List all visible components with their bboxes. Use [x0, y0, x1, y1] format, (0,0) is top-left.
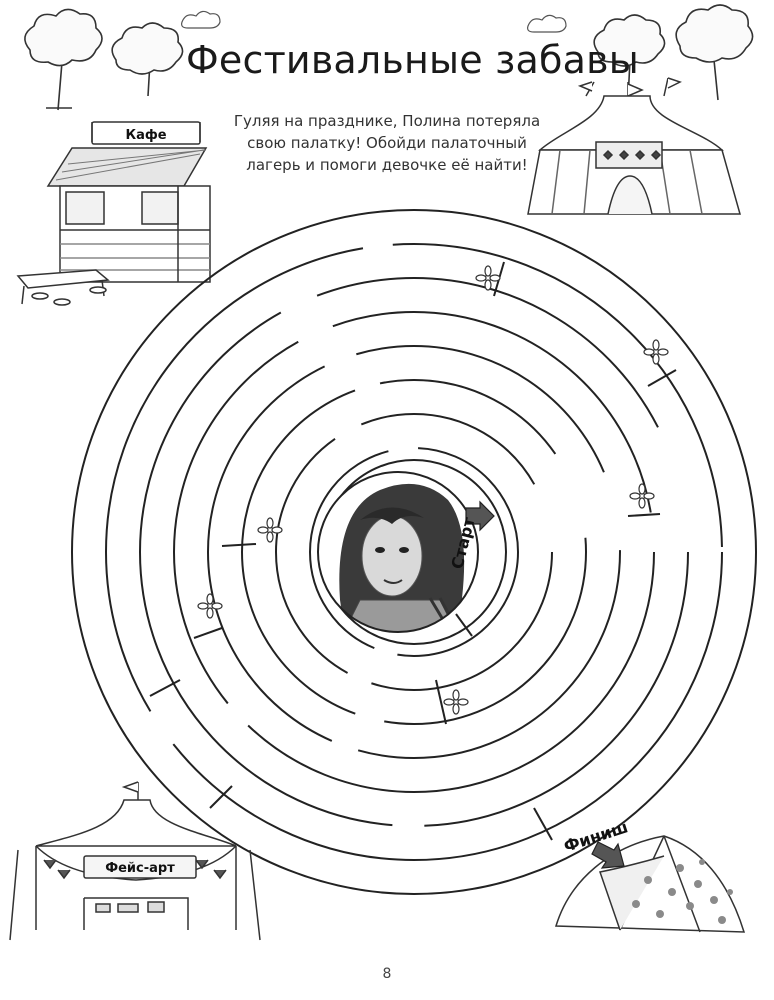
flower-icon — [197, 593, 223, 619]
girl-portrait-illustration — [317, 471, 479, 633]
face-art-sign-label: Фейс-арт — [105, 861, 175, 876]
tree-icon — [593, 14, 666, 101]
tree-icon — [111, 22, 184, 97]
tree-icon — [24, 8, 103, 111]
flower-icon — [443, 689, 469, 715]
circus-tent-illustration — [527, 77, 741, 215]
face-art-tent-illustration — [9, 781, 261, 941]
cafe-stall-illustration — [16, 121, 211, 306]
arrow-icon — [591, 841, 625, 869]
page-title: Фестивальные забавы — [186, 38, 639, 82]
flower-icon — [643, 339, 669, 365]
instructions-text: Гуляя на празднике, Полина потеряла свою… — [233, 112, 541, 174]
circular-maze — [71, 209, 757, 895]
cafe-sign-label: Кафе — [125, 128, 166, 143]
page-number: 8 — [382, 966, 392, 982]
cloud-decoration — [181, 10, 567, 33]
arrow-icon — [465, 500, 495, 532]
flower-icon — [629, 483, 655, 509]
tent-icon — [554, 835, 746, 933]
flower-icon — [257, 517, 283, 543]
tree-icon — [675, 4, 754, 101]
flower-icon — [475, 265, 501, 291]
